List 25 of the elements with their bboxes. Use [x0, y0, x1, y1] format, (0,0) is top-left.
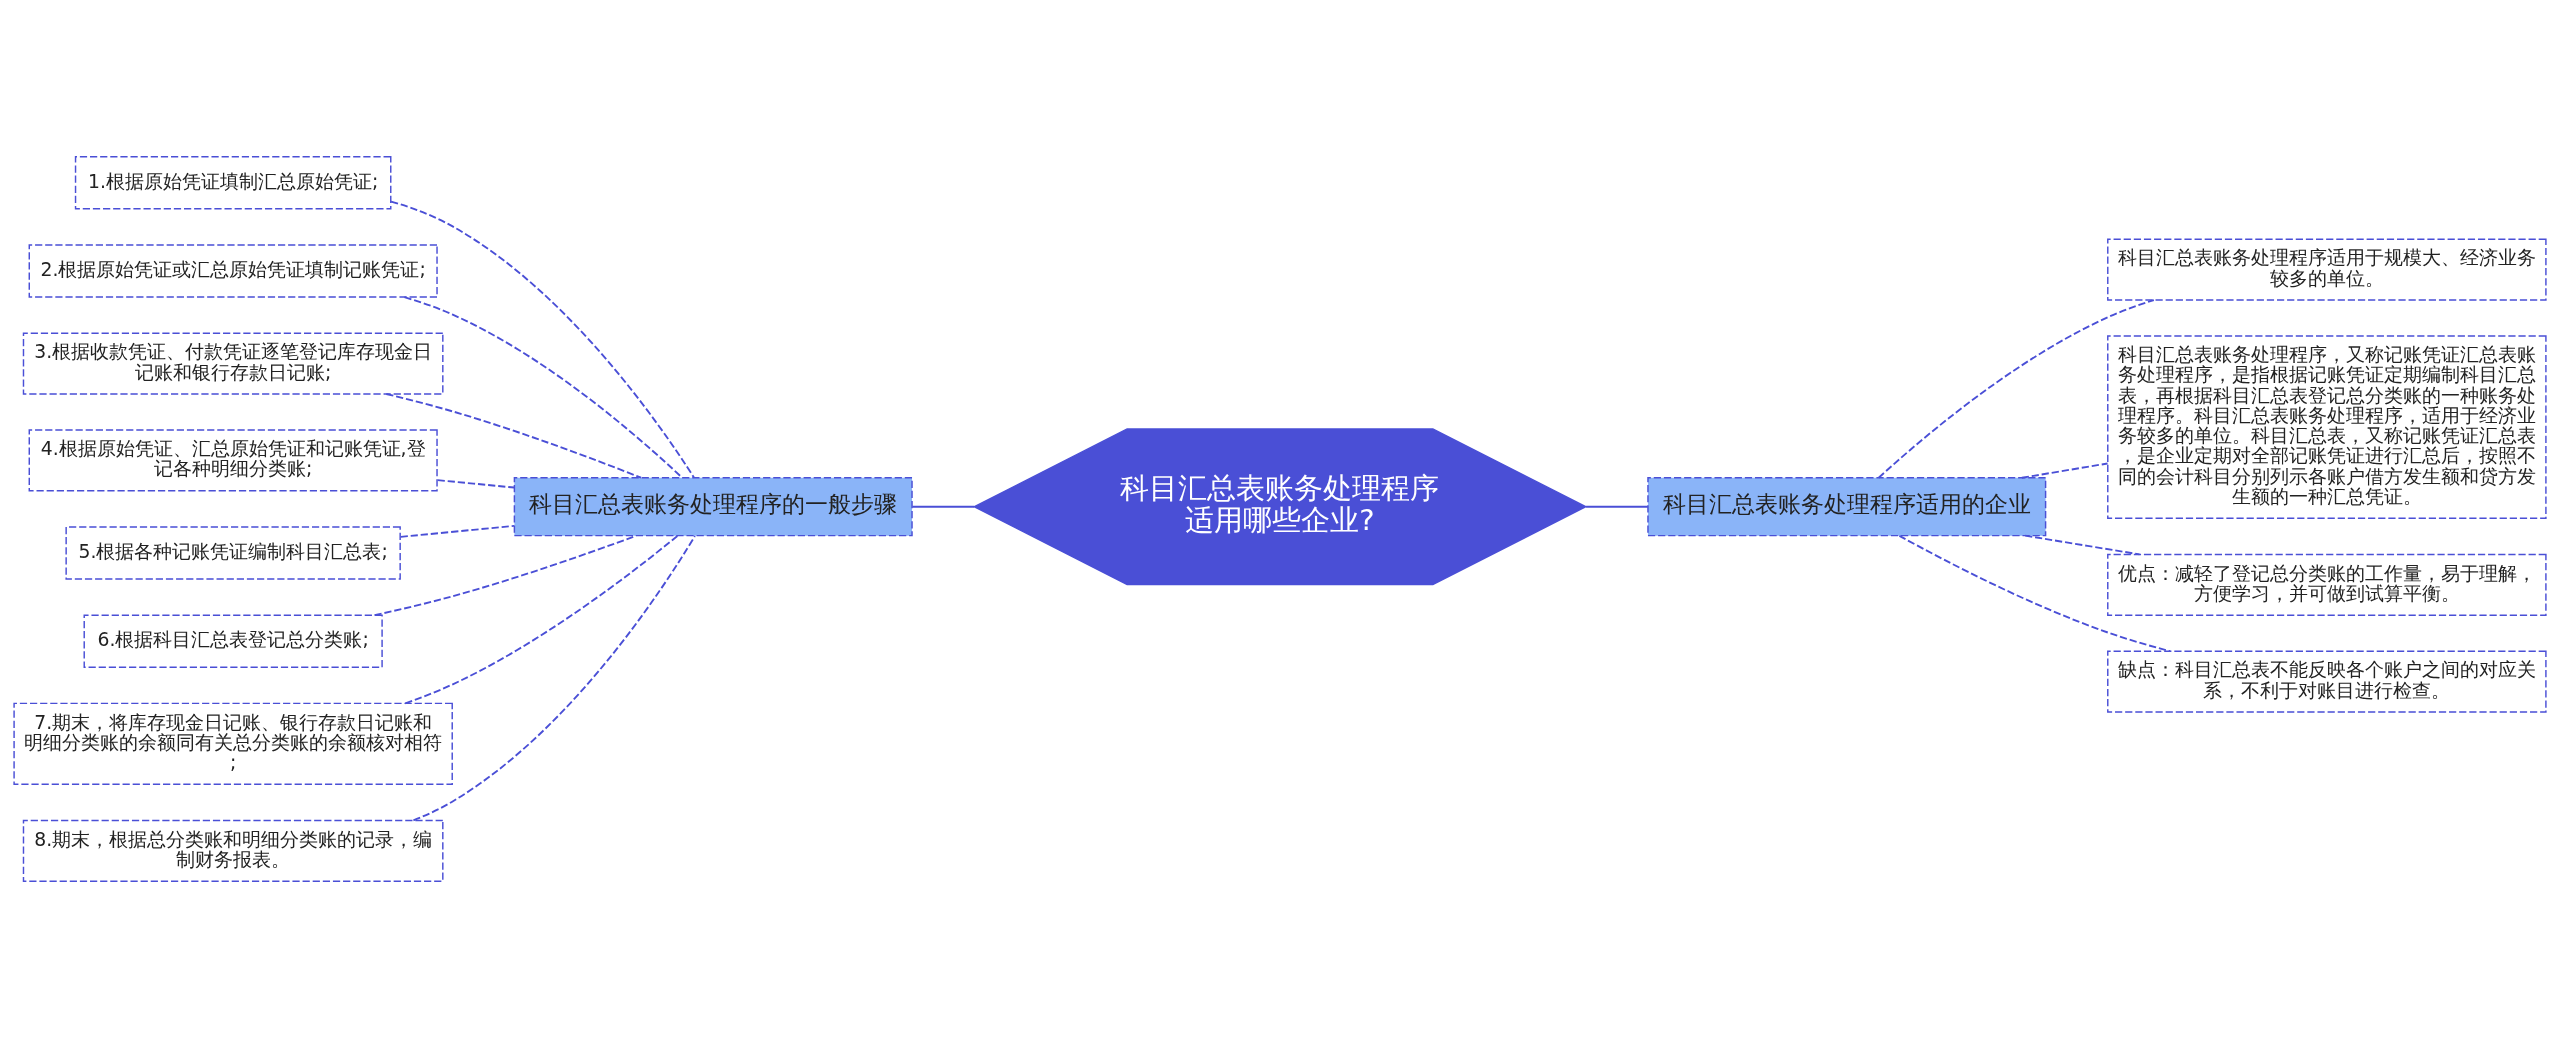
node-box: 3.根据收款凭证、付款凭证逐笔登记库存现金日记账和银行存款日记账; [22, 332, 444, 395]
connector [1898, 534, 2172, 653]
connector [385, 393, 642, 479]
node-box: 7.期末，将库存现金日记账、银行存款日记账和明细分类账的余额同有关总分类账的余额核对相符; [13, 702, 453, 786]
connector [911, 505, 976, 508]
connector [2024, 534, 2141, 556]
connector [1585, 505, 1649, 508]
connector [390, 200, 696, 479]
node-box: 科目汇总表账务处理程序，又称记账凭证汇总表账务处理程序，是指根据记账凭证定期编制科目汇总表，再根据科目汇总表登记总分类账的一种账务处理程序。科目汇总表账务处理程序，适用于经济业务较多的单位。科目汇总表，又称记账凭证汇总表，是企业定期对全部记账凭证进行汇总后，按照不同的会计科目分别列示各账户借方发生额和贷方发生额的一种汇总凭证。 [2107, 335, 2547, 519]
node-box: 5.根据各种记账凭证编制科目汇总表; [65, 526, 401, 580]
connector [436, 479, 516, 489]
node-box: 科目汇总表账务处理程序适用的企业 [1647, 477, 2047, 537]
node-box: 2.根据原始凭证或汇总原始凭证填制记账凭证; [28, 244, 438, 298]
node-box: 6.根据科目汇总表登记总分类账; [83, 614, 383, 668]
node-box: 科目汇总表账务处理程序适用于规模大、经济业务较多的单位。 [2107, 238, 2547, 301]
node-box: 8.期末，根据总分类账和明细分类账的记录，编制财务报表。 [22, 819, 444, 882]
connector [399, 524, 516, 538]
connector [2020, 462, 2109, 479]
connector [403, 296, 683, 479]
node-box: 4.根据原始凭证、汇总原始凭证和记账凭证,登记各种明细分类账; [28, 429, 438, 492]
connector [404, 534, 679, 705]
node-box: 科目汇总表账务处理程序的一般步骤 [513, 477, 913, 537]
node-box: 缺点：科目汇总表不能反映各个账户之间的对应关系，不利于对账目进行检查。 [2107, 650, 2547, 713]
node-box: 1.根据原始凭证填制汇总原始凭证; [74, 156, 392, 210]
node-box: 优点：减轻了登记总分类账的工作量，易于理解，方便学习，并可做到试算平衡。 [2107, 553, 2547, 616]
